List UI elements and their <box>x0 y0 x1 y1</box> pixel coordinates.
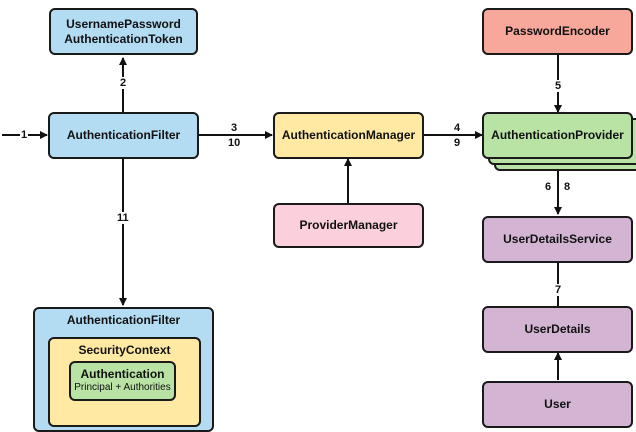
authentication-object-box: Authentication Principal + Authorities <box>69 361 176 401</box>
token-line1: UsernamePassword <box>66 16 181 31</box>
step-label-1: 1 <box>20 129 29 141</box>
authentication-manager-box: AuthenticationManager <box>273 112 424 159</box>
security-context-box: SecurityContext Authentication Principal… <box>48 337 201 427</box>
filter-container-title: AuthenticationFilter <box>66 313 181 327</box>
user-details-service-box: UserDetailsService <box>482 216 633 263</box>
step-label-4: 4 <box>453 122 462 134</box>
step-label-11: 11 <box>116 212 130 224</box>
step-label-7: 7 <box>554 284 563 296</box>
step-label-5: 5 <box>554 80 563 92</box>
diagram-canvas: UsernamePassword AuthenticationToken Aut… <box>2 8 636 432</box>
security-context-title: SecurityContext <box>78 343 171 357</box>
authentication-object-title: Authentication <box>80 367 165 382</box>
token-line2: AuthenticationToken <box>64 31 183 46</box>
step-label-3: 3 <box>230 122 239 134</box>
provider-manager-box: ProviderManager <box>273 203 424 248</box>
step-label-9: 9 <box>453 137 462 149</box>
authentication-provider-box: AuthenticationProvider <box>482 112 633 159</box>
step-label-10: 10 <box>227 137 242 149</box>
step-label-8: 8 <box>563 181 572 193</box>
step-label-6: 6 <box>544 181 553 193</box>
step-label-2: 2 <box>119 77 128 89</box>
filter-container-box: AuthenticationFilter SecurityContext Aut… <box>33 307 214 432</box>
authentication-filter-box: AuthenticationFilter <box>48 112 199 159</box>
token-box: UsernamePassword AuthenticationToken <box>49 8 198 55</box>
password-encoder-box: PasswordEncoder <box>482 8 633 55</box>
authentication-object-sub: Principal + Authorities <box>74 382 171 394</box>
user-details-box: UserDetails <box>482 306 633 353</box>
